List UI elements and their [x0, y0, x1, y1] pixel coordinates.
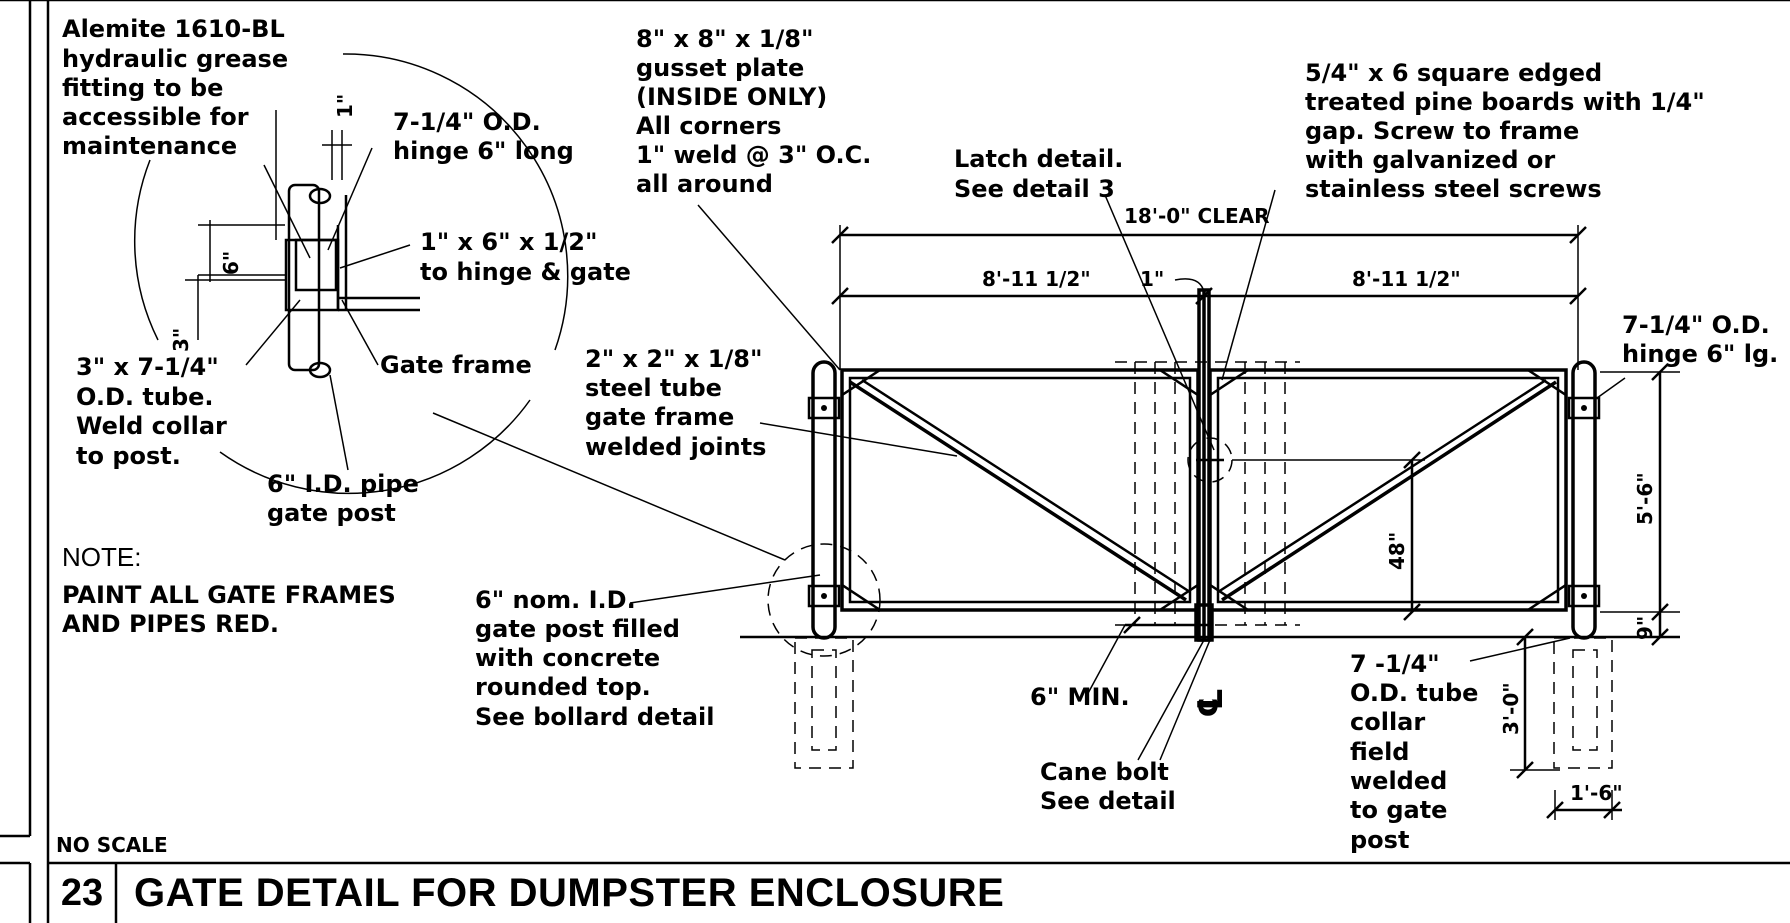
- svg-text:fitting to be: fitting to be: [62, 74, 223, 102]
- leader-lines: [629, 189, 1626, 761]
- scale-note: NO SCALE: [56, 833, 168, 857]
- callout-gate-frame: Gate frame: [380, 351, 532, 379]
- callout-hinge-od: 7-1/4" O.D. hinge 6" long: [393, 108, 574, 165]
- svg-text:gusset plate: gusset plate: [636, 54, 804, 82]
- svg-text:accessible for: accessible for: [62, 103, 249, 131]
- svg-text:collar: collar: [1350, 708, 1425, 736]
- callout-hinge-right: 7-1/4" O.D. hinge 6" lg.: [1622, 311, 1778, 368]
- callout-min-depth: 6" MIN.: [1030, 683, 1130, 711]
- svg-text:all around: all around: [636, 170, 773, 198]
- detail-number: 23: [60, 871, 104, 914]
- svg-text:6" I.D. pipe: 6" I.D. pipe: [267, 470, 419, 498]
- svg-text:Latch detail.: Latch detail.: [954, 145, 1123, 173]
- svg-text:O.D. tube.: O.D. tube.: [76, 383, 214, 411]
- svg-text:post: post: [1350, 826, 1409, 854]
- svg-text:7 -1/4": 7 -1/4": [1350, 650, 1440, 678]
- svg-text:5/4" x 6 square edged: 5/4" x 6 square edged: [1305, 59, 1602, 87]
- callout-post-fill: 6" nom. I.D. gate post filled with concr…: [475, 586, 714, 731]
- callout-hinge-plate: 1" x 6" x 1/2" to hinge & gate: [420, 228, 631, 286]
- svg-text:7-1/4" O.D.: 7-1/4" O.D.: [393, 108, 541, 136]
- svg-text:See detail 3: See detail 3: [954, 175, 1115, 203]
- dim-leaf-left: 8'-11 1/2": [982, 267, 1091, 291]
- svg-text:gate post filled: gate post filled: [475, 615, 680, 643]
- svg-text:Alemite 1610-BL: Alemite 1610-BL: [62, 15, 285, 43]
- dim-height: 5'-6": [1633, 472, 1657, 525]
- svg-text:with concrete: with concrete: [475, 644, 660, 672]
- svg-text:O.D. tube: O.D. tube: [1350, 679, 1478, 707]
- svg-text:welded: welded: [1350, 767, 1447, 795]
- svg-text:steel tube: steel tube: [585, 374, 722, 402]
- svg-text:All corners: All corners: [636, 112, 781, 140]
- callout-boards: 5/4" x 6 square edged treated pine board…: [1305, 59, 1705, 203]
- svg-text:gate post: gate post: [267, 499, 396, 527]
- svg-text:NOTE:: NOTE:: [62, 542, 141, 572]
- dim-detail-six: 6": [219, 251, 243, 275]
- callout-collar-right: 7 -1/4" O.D. tube collar field welded to…: [1350, 650, 1478, 854]
- callout-collar-tube: 3" x 7-1/4" O.D. tube. Weld collar to po…: [76, 353, 227, 470]
- svg-text:gate frame: gate frame: [585, 403, 734, 431]
- dim-footing-depth: 3'-0": [1499, 682, 1523, 735]
- svg-text:with galvanized or: with galvanized or: [1305, 146, 1555, 174]
- svg-text:to gate: to gate: [1350, 796, 1447, 824]
- dim-detail-one: 1": [333, 94, 357, 118]
- svg-text:Cane bolt: Cane bolt: [1040, 758, 1169, 786]
- svg-text:rounded top.: rounded top.: [475, 673, 651, 701]
- svg-text:hydraulic grease: hydraulic grease: [62, 45, 288, 73]
- svg-text:6" MIN.: 6" MIN.: [1030, 683, 1130, 711]
- callout-cane-bolt: Cane bolt See detail: [1040, 758, 1176, 815]
- svg-text:(INSIDE ONLY): (INSIDE ONLY): [636, 83, 827, 111]
- dim-leaf-right: 8'-11 1/2": [1352, 267, 1461, 291]
- svg-text:hinge 6" lg.: hinge 6" lg.: [1622, 340, 1778, 368]
- svg-text:stainless steel screws: stainless steel screws: [1305, 175, 1602, 203]
- svg-text:treated pine boards with 1/4": treated pine boards with 1/4": [1305, 88, 1705, 116]
- dim-detail-three: 3": [169, 328, 193, 352]
- dim-ground-gap: 9": [1633, 616, 1657, 640]
- svg-text:maintenance: maintenance: [62, 132, 237, 160]
- svg-text:welded joints: welded joints: [585, 433, 766, 461]
- callout-latch: Latch detail. See detail 3: [954, 145, 1123, 203]
- callout-pipe-post: 6" I.D. pipe gate post: [267, 470, 419, 527]
- svg-text:to post.: to post.: [76, 442, 181, 470]
- svg-text:1" weld @ 3" O.C.: 1" weld @ 3" O.C.: [636, 141, 871, 169]
- svg-text:to hinge & gate: to hinge & gate: [420, 258, 631, 286]
- hinge-detail: [133, 53, 786, 561]
- dimension-lines: [831, 225, 1680, 820]
- svg-text:7-1/4" O.D.: 7-1/4" O.D.: [1622, 311, 1770, 339]
- dim-gap: 1": [1140, 267, 1164, 291]
- callout-tube-frame: 2" x 2" x 1/8" steel tube gate frame wel…: [585, 345, 766, 461]
- svg-text:See detail: See detail: [1040, 787, 1176, 815]
- callout-grease-fitting: Alemite 1610-BL hydraulic grease fitting…: [62, 15, 288, 160]
- svg-text:AND PIPES RED.: AND PIPES RED.: [62, 610, 279, 638]
- detail-title: GATE DETAIL FOR DUMPSTER ENCLOSURE: [134, 870, 1005, 915]
- svg-text:field: field: [1350, 738, 1409, 766]
- svg-text:1" x 6" x 1/2": 1" x 6" x 1/2": [420, 228, 597, 256]
- svg-text:hinge 6" long: hinge 6" long: [393, 137, 574, 165]
- general-note: NOTE: PAINT ALL GATE FRAMES AND PIPES RE…: [62, 542, 396, 638]
- svg-text:6" nom. I.D.: 6" nom. I.D.: [475, 586, 636, 614]
- svg-text:Gate frame: Gate frame: [380, 351, 532, 379]
- svg-text:See bollard detail: See bollard detail: [475, 703, 714, 731]
- svg-text:Weld collar: Weld collar: [76, 412, 227, 440]
- centerline-symbol: ℄: [1191, 688, 1231, 718]
- dim-clear: 18'-0" CLEAR: [1124, 204, 1270, 228]
- dim-latch-height: 48": [1385, 532, 1409, 570]
- svg-text:2" x 2" x 1/8": 2" x 2" x 1/8": [585, 345, 762, 373]
- svg-text:3" x 7-1/4": 3" x 7-1/4": [76, 353, 219, 381]
- callout-gusset: 8" x 8" x 1/8" gusset plate (INSIDE ONLY…: [636, 25, 871, 198]
- svg-text:8" x 8" x 1/8": 8" x 8" x 1/8": [636, 25, 813, 53]
- dim-footing-width: 1'-6": [1570, 781, 1623, 805]
- svg-text:gap. Screw to frame: gap. Screw to frame: [1305, 117, 1579, 145]
- svg-text:PAINT ALL GATE FRAMES: PAINT ALL GATE FRAMES: [62, 581, 396, 609]
